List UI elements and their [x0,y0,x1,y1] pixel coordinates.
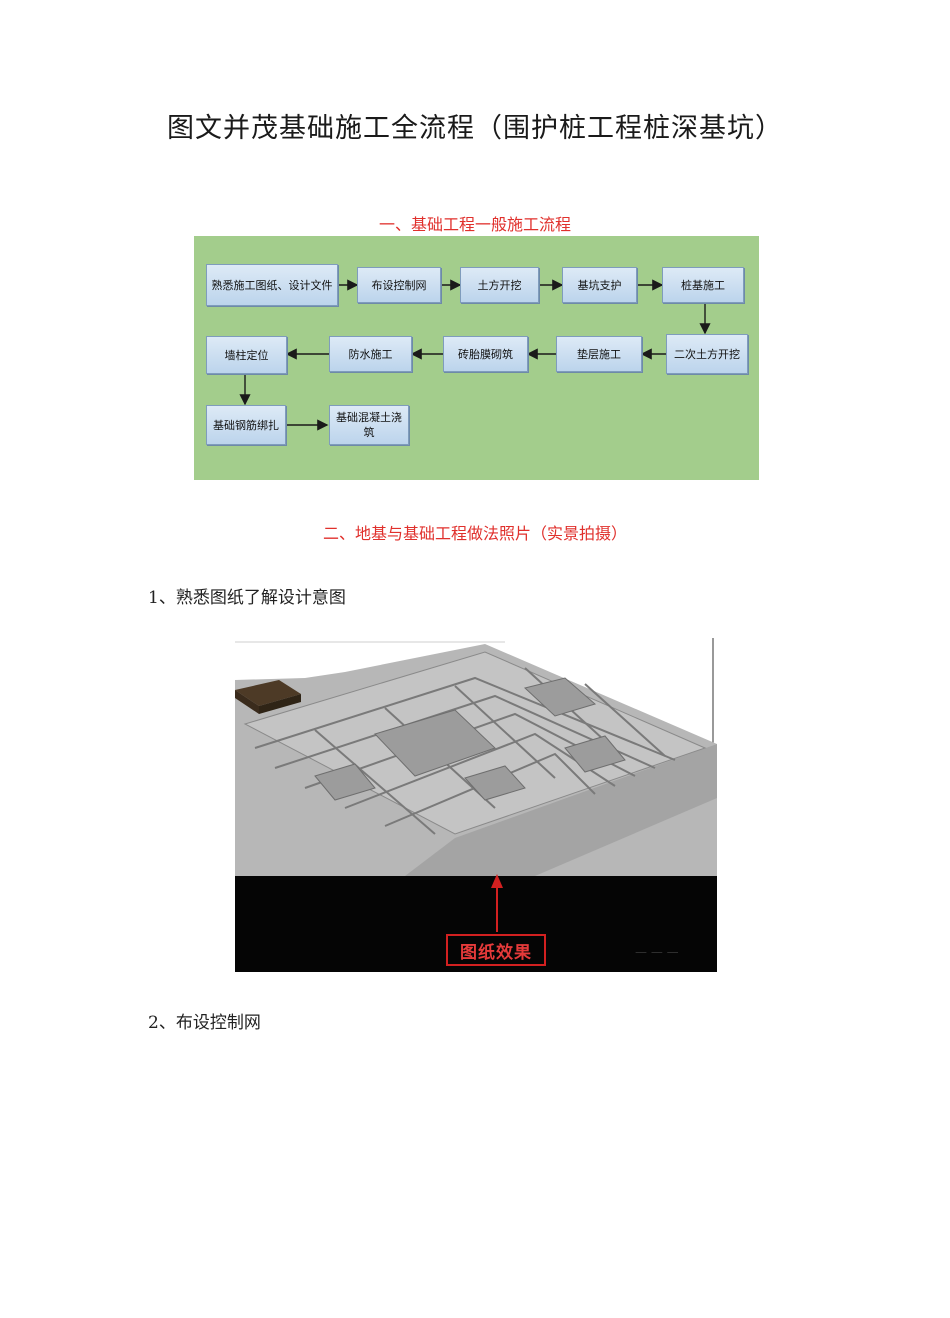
flow-step-3: 土方开挖 [460,267,539,303]
item1-heading: 1、熟悉图纸了解设计意图 [148,588,346,608]
flow-step-7: 垫层施工 [556,336,642,372]
item2-heading: 2、布设控制网 [148,1013,261,1033]
section2-heading: 二、地基与基础工程做法照片（实景拍摄） [322,524,627,543]
svg-text:— — —: — — — [635,945,679,959]
section1-heading: 一、基础工程一般施工流程 [378,215,571,234]
foundation-3d-drawing: — — — 图纸效果 [235,638,717,972]
flow-step-9: 防水施工 [329,336,412,372]
flow-step-12: 基础混凝土浇筑 [329,405,409,445]
flow-step-8: 砖胎膜砌筑 [443,336,528,372]
figure-caption-label: 图纸效果 [446,934,546,966]
flow-step-6: 二次土方开挖 [666,334,748,374]
flowchart-arrows [239,279,711,431]
flow-step-1: 熟悉施工图纸、设计文件 [206,264,338,306]
flow-step-11: 基础钢筋绑扎 [206,405,286,445]
flow-step-10: 墙柱定位 [206,336,287,374]
flow-step-5: 桩基施工 [662,267,744,303]
flow-step-2: 布设控制网 [357,267,441,303]
flow-step-4: 基坑支护 [562,267,637,303]
page-title: 图文并茂基础施工全流程（围护桩工程桩深基坑） [167,113,783,144]
foundation-model-illustration: — — — [235,638,717,972]
flowchart-panel: 熟悉施工图纸、设计文件 布设控制网 土方开挖 基坑支护 桩基施工 二次土方开挖 … [194,236,759,480]
